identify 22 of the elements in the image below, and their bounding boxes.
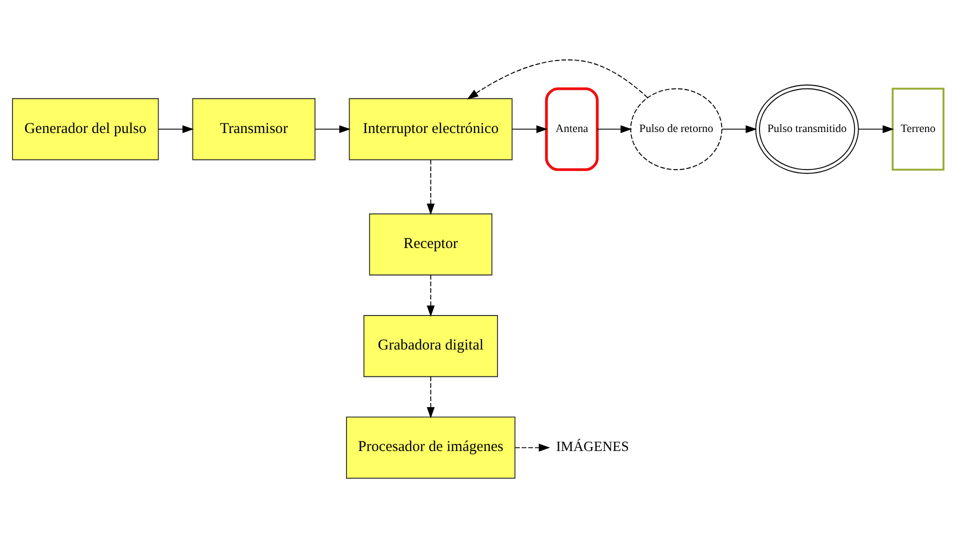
node-box: Terreno [892, 87, 944, 170]
node-box: Grabadora digital [363, 314, 498, 377]
arrow [467, 58, 648, 99]
node-box: Procesador de imágenes [346, 416, 516, 478]
node-box: Receptor [369, 212, 492, 275]
arrow [858, 124, 894, 133]
arrow [512, 124, 548, 133]
arrow [514, 443, 550, 452]
node-text: IMÁGENES [556, 438, 629, 454]
arrow [314, 124, 351, 133]
arrow [426, 376, 435, 418]
node-box: Antena [545, 86, 599, 171]
node-ellipse: Pulso de retorno [630, 88, 722, 170]
node-box: Generador del pulso [12, 98, 159, 160]
arrow [158, 124, 194, 133]
node-box: Transmisor [192, 98, 316, 160]
node-ellipse: Pulso transmitido [755, 84, 859, 174]
arrow [426, 274, 435, 316]
node-box: Interruptor electrónico [348, 98, 513, 160]
arrow [597, 124, 632, 133]
arrow [426, 158, 435, 214]
arrow [722, 124, 757, 133]
